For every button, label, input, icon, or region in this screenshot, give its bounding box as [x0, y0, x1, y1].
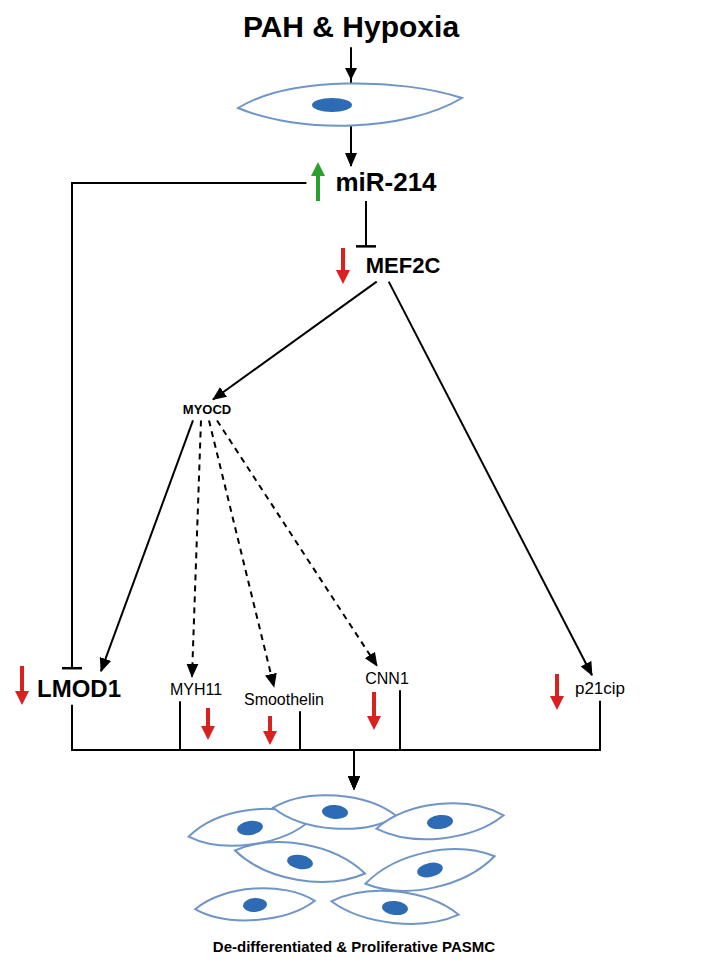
activation-connector — [354, 701, 600, 789]
smooth-muscle-cell — [238, 66, 462, 126]
activation-connector — [389, 282, 592, 676]
activation-connector — [101, 420, 193, 671]
gene-label: MEF2C — [363, 252, 444, 279]
activation-connector — [72, 705, 354, 789]
node-text: LMOD1 — [37, 675, 121, 703]
node-text: MYH11 — [170, 681, 222, 699]
cell-state-caption: De-differentiated & Proliferative PASMC — [150, 790, 558, 956]
activation-connector — [213, 282, 377, 400]
node-text: CNN1 — [365, 670, 409, 688]
node-text: De-differentiated & Proliferative PASMC — [153, 938, 555, 955]
activation-connector — [180, 701, 354, 789]
inhibition-connector — [72, 183, 306, 668]
gene-label: MYH11 — [167, 680, 225, 700]
inhibition-connector — [365, 201, 367, 246]
activation-connector — [354, 690, 400, 789]
up-regulation-arrow — [311, 162, 325, 201]
activation-connector — [209, 420, 274, 686]
gene-label: Smoothelin — [241, 690, 327, 710]
gene-label: MYOCD — [180, 402, 234, 419]
node-text: MYOCD — [183, 403, 231, 418]
proliferating-cell-cluster — [186, 791, 505, 929]
activation-connector — [300, 711, 354, 789]
gene-label: LMOD1 — [34, 674, 124, 704]
activation-connector — [217, 420, 377, 665]
node-text: p21cip — [575, 679, 625, 699]
node-text: PAH & Hypoxia — [243, 10, 459, 45]
node-text: Smoothelin — [244, 691, 324, 709]
node-text: MEF2C — [366, 253, 441, 278]
down-regulation-arrow — [15, 248, 564, 745]
gene-label: p21cip — [572, 678, 628, 700]
gene-label: CNN1 — [362, 669, 412, 689]
trigger-label: PAH & Hypoxia — [240, 9, 462, 46]
activation-connector — [192, 420, 201, 676]
node-text: miR-214 — [335, 168, 436, 198]
microrna-label: miR-214 — [332, 167, 439, 199]
